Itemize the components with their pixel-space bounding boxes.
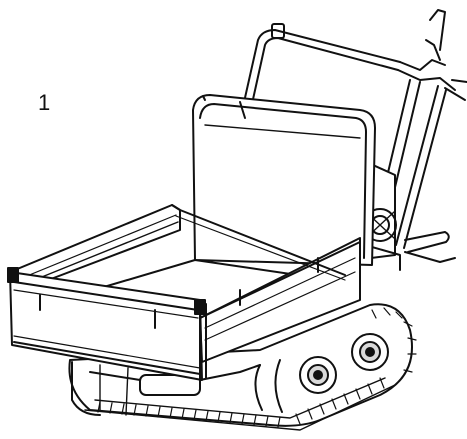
back-panel — [192, 94, 376, 266]
track-assembly — [68, 303, 417, 431]
figure-number-label: 1 — [38, 90, 51, 115]
axle-underside — [89, 364, 261, 381]
hopper-tray — [7, 204, 361, 381]
